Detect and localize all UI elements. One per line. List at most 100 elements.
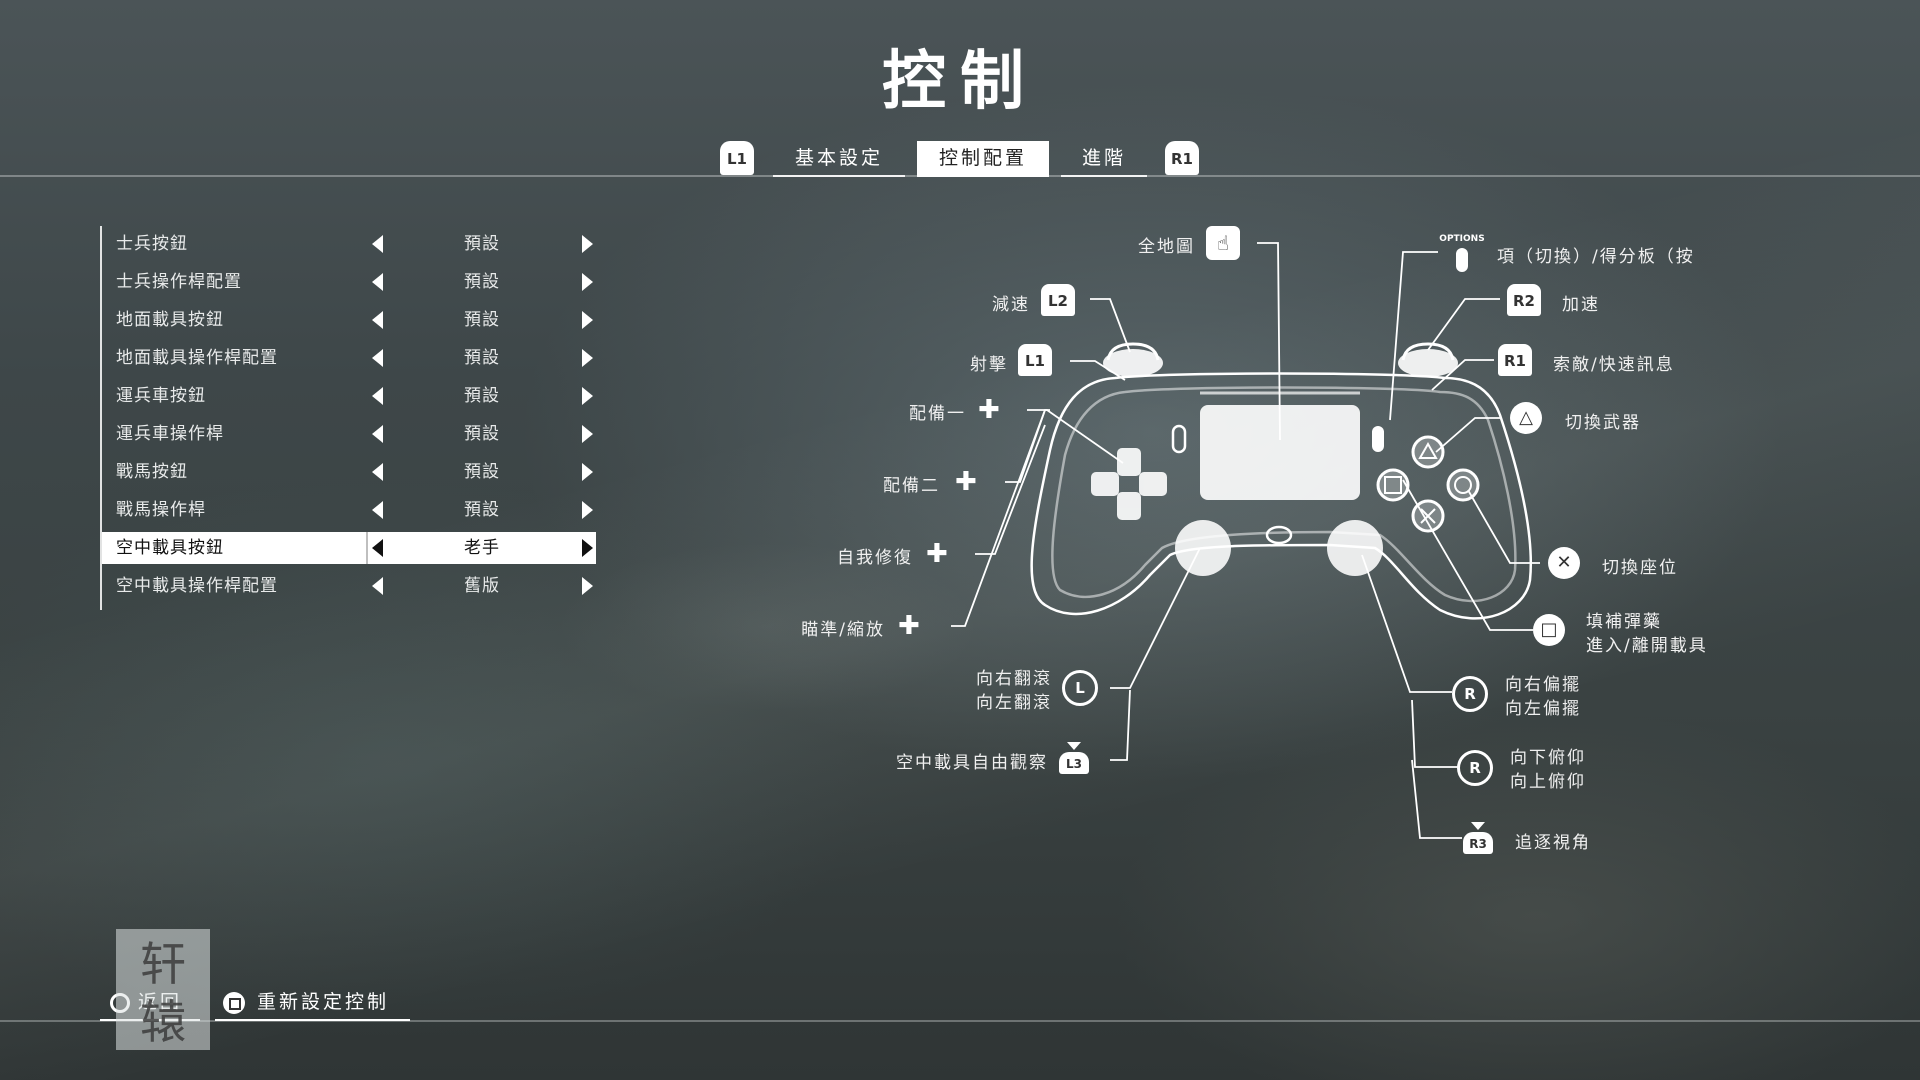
left-stick-shape [1175,520,1231,576]
menu-border [100,226,102,610]
label-pitch-down: 向下俯仰 [1510,748,1586,768]
cross-button-icon: ✕ [1548,547,1580,579]
menu-row-value: 老手 [464,538,500,558]
tab-basic-settings[interactable]: 基本設定 [773,141,905,177]
label-pitch-up: 向上俯仰 [1510,772,1586,792]
label-fire: 射擊 [970,355,1008,375]
r1-trigger-shape [1401,342,1455,361]
menu-row[interactable]: 地面載具按鈕 預設 [102,304,596,336]
menu-row[interactable]: 運兵車操作桿 預設 [102,418,596,450]
menu-row-value: 舊版 [464,576,500,596]
menu-row-value: 預設 [464,424,500,444]
reset-label: 重新設定控制 [257,991,390,1013]
reset-controls-button[interactable]: 重新設定控制 [215,985,410,1021]
touchpad-shape [1200,405,1360,500]
arrow-left-icon[interactable] [372,501,383,519]
label-accel: 加速 [1562,295,1600,315]
menu-row[interactable]: 地面載具操作桿配置 預設 [102,342,596,374]
label-aim: 瞄準/縮放 [801,620,885,640]
options-button-shape [1372,426,1384,452]
r3-press-icon: R3 [1460,822,1496,856]
menu-row-label: 地面載具按鈕 [116,310,224,330]
dpad-right-icon: ✚ [955,467,977,497]
tab-controls-layout[interactable]: 控制配置 [917,141,1049,177]
menu-row-value: 預設 [464,310,500,330]
menu-row-value: 預設 [464,500,500,520]
label-switch-weapon: 切換武器 [1565,413,1641,433]
arrow-right-icon[interactable] [582,235,593,253]
r1-button-icon: R1 [1498,344,1532,376]
label-equip2: 配備二 [883,476,940,496]
menu-row-value: 預設 [464,386,500,406]
right-stick-shape [1327,520,1383,576]
arrow-left-icon[interactable] [372,273,383,291]
menu-row[interactable]: 空中載具按鈕老手 [102,532,596,564]
menu-row-label: 地面載具操作桿配置 [116,348,278,368]
arrow-left-icon[interactable] [372,463,383,481]
arrow-left-icon[interactable] [372,235,383,253]
face-buttons-shape [1376,435,1480,533]
menu-row[interactable]: 空中載具操作桿配置舊版 [102,570,596,602]
l1-bumper-icon[interactable]: L1 [720,141,754,175]
options-button-icon: OPTIONS [1438,234,1486,274]
label-chase-cam: 追逐視角 [1515,833,1591,853]
options-text: OPTIONS [1439,234,1485,244]
r1-bumper-icon[interactable]: R1 [1165,141,1199,175]
touchpad-press-icon: ☝ [1206,226,1240,260]
l3-button-icon: L3 [1059,752,1089,774]
arrow-left-icon[interactable] [372,349,383,367]
arrow-left-icon[interactable] [372,539,383,557]
label-fullmap: 全地圖 [1138,237,1195,257]
arrow-right-icon[interactable] [582,577,593,595]
dpad-shape [1091,448,1167,520]
arrow-left-icon[interactable] [372,577,383,595]
menu-row-label: 士兵操作桿配置 [116,272,242,292]
arrow-right-icon[interactable] [582,539,593,557]
arrow-right-icon[interactable] [582,425,593,443]
label-yaw-right: 向右偏擺 [1505,675,1581,695]
menu-row[interactable]: 運兵車按鈕預設 [102,380,596,412]
label-roll-right: 向右翻滾 [976,669,1052,689]
label-roll-left: 向左翻滾 [976,693,1052,713]
menu-row[interactable]: 士兵按鈕預設 [102,228,596,260]
arrow-right-icon[interactable] [582,273,593,291]
menu-row-value: 預設 [464,272,500,292]
label-resupply: 填補彈藥 [1586,612,1662,632]
l2-button-icon: L2 [1041,284,1075,316]
label-equip1: 配備一 [909,404,966,424]
r3-button-icon: R3 [1463,832,1493,854]
arrow-right-icon[interactable] [582,387,593,405]
menu-row[interactable]: 戰馬操作桿預設 [102,494,596,526]
square-button-icon: □ [1533,614,1565,646]
l2-trigger-shape [1103,349,1163,377]
l1-button-icon: L1 [1018,344,1052,376]
menu-row-value: 預設 [464,348,500,368]
menu-row-divider [366,532,368,564]
arrow-left-icon[interactable] [372,425,383,443]
menu-row[interactable]: 士兵操作桿配置 預設 [102,266,596,298]
label-yaw-left: 向左偏擺 [1505,699,1581,719]
watermark-logo: 轩辕 [116,929,210,1050]
label-options: 項（切換）/得分板（按 [1497,247,1695,267]
r2-button-icon: R2 [1507,284,1541,316]
menu-row-label: 運兵車操作桿 [116,424,224,444]
label-spot: 索敵/快速訊息 [1553,355,1675,375]
menu-row[interactable]: 戰馬按鈕預設 [102,456,596,488]
arrow-right-icon[interactable] [582,463,593,481]
label-repair: 自我修復 [837,548,913,568]
dpad-up-icon: ✚ [926,539,948,569]
dpad-left-icon: ✚ [978,395,1000,425]
share-button-shape [1171,424,1187,454]
arrow-right-icon[interactable] [582,501,593,519]
arrow-left-icon[interactable] [372,311,383,329]
arrow-right-icon[interactable] [582,349,593,367]
tab-advanced[interactable]: 進階 [1061,141,1147,177]
arrow-right-icon[interactable] [582,311,593,329]
l1-trigger-shape [1106,342,1160,361]
label-slow: 減速 [992,295,1030,315]
label-freelook: 空中載具自由觀察 [896,753,1048,773]
triangle-button-icon: △ [1510,402,1542,434]
arrow-left-icon[interactable] [372,387,383,405]
menu-row-label: 士兵按鈕 [116,234,188,254]
